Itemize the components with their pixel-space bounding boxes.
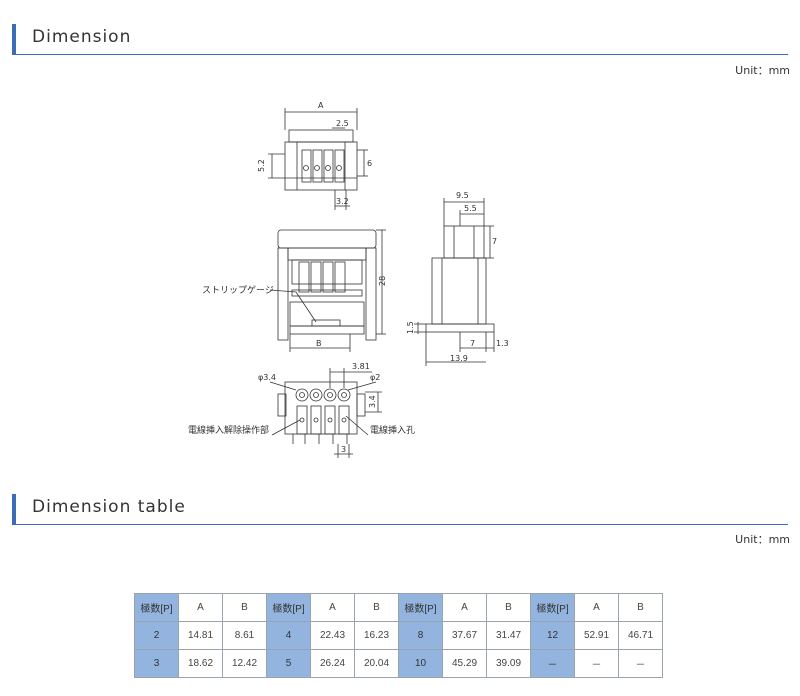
table-cell: 46.71 — [618, 621, 663, 650]
wire-hole-label: 電線挿入孔 — [370, 424, 415, 436]
section-rule — [12, 524, 788, 525]
dim-13-9-label: 13.9 — [450, 354, 468, 363]
header-cell: 極数[P] — [134, 593, 179, 622]
table-cell: 8 — [398, 621, 443, 650]
table-header-row: 極数[P] A B 極数[P] A B 極数[P] A B 極数[P] A B — [134, 593, 663, 622]
header-cell: B — [486, 593, 531, 622]
table-cell: 45.29 — [442, 649, 487, 678]
dim-9-5-label: 9.5 — [456, 191, 469, 200]
section-title: Dimension table — [32, 497, 186, 517]
section-rule — [12, 54, 788, 55]
table-cell: 16.23 — [354, 621, 399, 650]
dimension-table-section-header: Dimension table — [12, 494, 788, 525]
section-bar — [12, 494, 16, 524]
table-cell: － — [574, 649, 619, 678]
header-cell: 極数[P] — [530, 593, 575, 622]
table-cell: 12 — [530, 621, 575, 650]
header-cell: B — [618, 593, 663, 622]
dim-5-2-label: 5.2 — [257, 159, 266, 172]
table-cell: 10 — [398, 649, 443, 678]
dim-3-4-label: 3.4 — [368, 395, 377, 408]
table-cell: 52.91 — [574, 621, 619, 650]
header-cell: B — [222, 593, 267, 622]
section-title: Dimension — [32, 27, 132, 47]
dimension-section-header: Dimension — [12, 24, 788, 55]
strip-gauge-label: ストリップゲージ — [202, 284, 274, 296]
dimension-drawing: A 2.5 5.2 6 3.2 28 B ストリップゲージ 9.5 5.5 7 … — [0, 90, 800, 470]
header-cell: 極数[P] — [398, 593, 443, 622]
table-cell: 39.09 — [486, 649, 531, 678]
dim-2-5-label: 2.5 — [336, 119, 349, 128]
table-cell: 31.47 — [486, 621, 531, 650]
dim-5-5-label: 5.5 — [464, 204, 477, 213]
header-cell: A — [574, 593, 619, 622]
header-cell: A — [442, 593, 487, 622]
table-cell: 26.24 — [310, 649, 355, 678]
table-cell: 12.42 — [222, 649, 267, 678]
dim-3-81-label: 3.81 — [352, 362, 370, 371]
dim-phi-2-label: φ2 — [370, 373, 380, 382]
dimension-table: 極数[P] A B 極数[P] A B 極数[P] A B 極数[P] A B … — [134, 593, 663, 678]
table-cell: － — [530, 649, 575, 678]
table-row: 3 18.62 12.42 5 26.24 20.04 10 45.29 39.… — [134, 649, 663, 678]
table-cell: 2 — [134, 621, 179, 650]
dim-7-bottom-label: 7 — [470, 339, 475, 348]
dim-b-label: B — [316, 339, 322, 348]
dimension-unit: Unit：mm — [735, 64, 790, 77]
table-cell: 8.61 — [222, 621, 267, 650]
header-cell: B — [354, 593, 399, 622]
header-cell: 極数[P] — [266, 593, 311, 622]
table-unit: Unit：mm — [735, 533, 790, 546]
header-cell: A — [178, 593, 223, 622]
table-row: 2 14.81 8.61 4 22.43 16.23 8 37.67 31.47… — [134, 621, 663, 650]
table-cell: 22.43 — [310, 621, 355, 650]
table-cell: 18.62 — [178, 649, 223, 678]
dim-3-2-label: 3.2 — [336, 197, 349, 206]
header-cell: A — [310, 593, 355, 622]
table-cell: 5 — [266, 649, 311, 678]
table-cell: 14.81 — [178, 621, 223, 650]
table-cell: － — [618, 649, 663, 678]
dim-1-5-label: 1.5 — [406, 321, 415, 334]
dim-1-3-label: 1.3 — [496, 339, 509, 348]
table-cell: 37.67 — [442, 621, 487, 650]
connector-drawing-svg: A 2.5 5.2 6 3.2 28 B ストリップゲージ 9.5 5.5 7 … — [188, 101, 509, 458]
table-cell: 4 — [266, 621, 311, 650]
table-cell: 20.04 — [354, 649, 399, 678]
dim-a-label: A — [318, 101, 324, 110]
dim-phi-3-4-label: φ3.4 — [258, 373, 276, 382]
section-bar — [12, 24, 16, 54]
dim-7-top-label: 7 — [492, 237, 497, 246]
dim-3-label: 3 — [341, 445, 346, 454]
dim-28-label: 28 — [378, 276, 387, 286]
table-cell: 3 — [134, 649, 179, 678]
release-part-label: 電線挿入解除操作部 — [188, 424, 269, 436]
dim-6-label: 6 — [367, 159, 372, 168]
